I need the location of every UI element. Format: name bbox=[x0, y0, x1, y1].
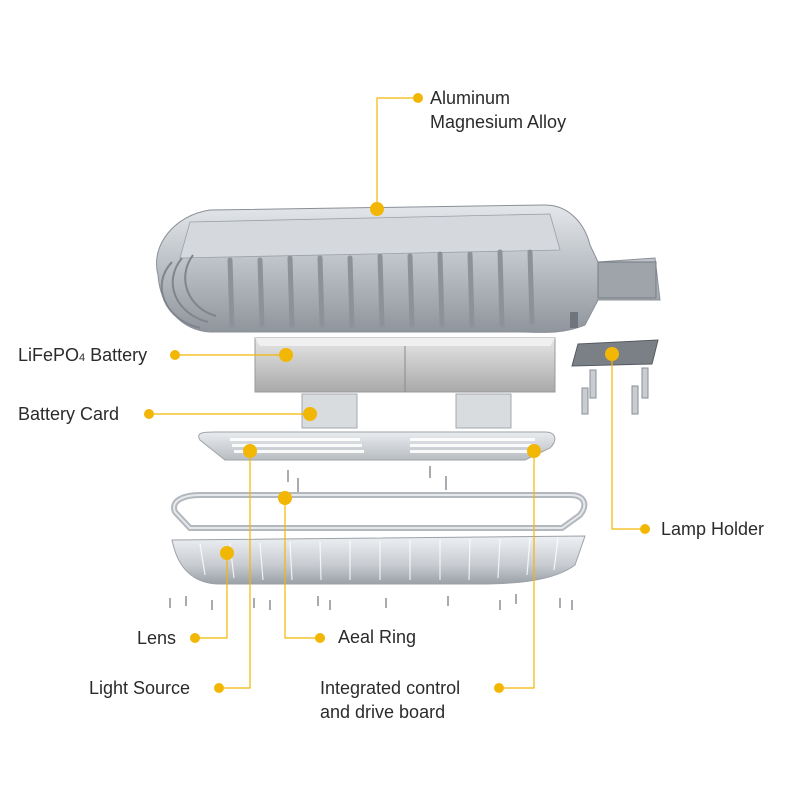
leader-battery-card bbox=[144, 407, 317, 421]
leader-aluminum bbox=[370, 93, 423, 216]
label-lens: Lens bbox=[137, 628, 177, 648]
light-source-board bbox=[198, 431, 556, 461]
label-control-line2: and drive board bbox=[320, 702, 446, 722]
label-control-board: Integrated control and drive board bbox=[320, 676, 460, 724]
label-battery-card: Battery Card bbox=[18, 404, 120, 424]
label-light-source: Light Source bbox=[89, 678, 191, 698]
label-control-line1: Integrated control bbox=[320, 678, 461, 698]
screws-lower bbox=[169, 594, 573, 610]
leader-control-board bbox=[494, 444, 541, 693]
housing-part bbox=[156, 204, 661, 333]
label-battery-subscript: 4 bbox=[79, 352, 86, 364]
label-aluminum-line2: Magnesium Alloy bbox=[430, 112, 567, 132]
leader-battery bbox=[170, 348, 293, 362]
label-aluminum: Aluminum Magnesium Alloy bbox=[430, 86, 566, 134]
aeal-ring-part bbox=[171, 492, 588, 531]
label-aluminum-line1: Aluminum bbox=[430, 88, 511, 108]
label-lamp-holder: Lamp Holder bbox=[661, 519, 765, 539]
label-battery-tail: Battery bbox=[85, 345, 148, 365]
screws-upper bbox=[287, 466, 447, 492]
label-battery-main: LiFePO bbox=[18, 345, 80, 365]
label-battery: LiFePO4 Battery bbox=[18, 343, 147, 370]
leader-light-source bbox=[214, 444, 257, 693]
label-aeal-ring: Aeal Ring bbox=[338, 627, 417, 647]
battery-card-part bbox=[301, 393, 512, 429]
battery-part bbox=[254, 337, 556, 393]
leader-aeal-ring bbox=[278, 491, 325, 643]
leader-lamp-holder bbox=[605, 347, 650, 534]
leader-lens bbox=[190, 546, 234, 643]
lens-part bbox=[171, 535, 586, 585]
